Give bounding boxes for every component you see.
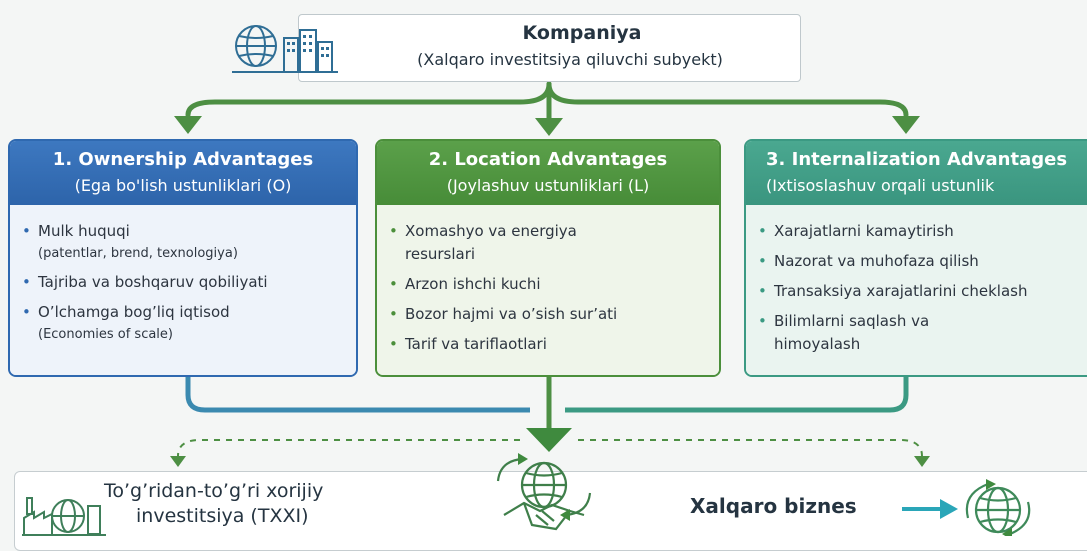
card-title: 3. Internalization Advantages <box>766 149 1068 170</box>
list-item: • Tarif va tariflaotlari <box>389 335 547 353</box>
list-item: • Bilimlarni saqlash va himoyalash <box>758 312 930 353</box>
company-title: Kompaniya <box>522 22 642 44</box>
list-item: • Arzon ishchi kuchi <box>389 275 541 293</box>
merge-arrowhead <box>526 428 572 452</box>
ownership-card: 1. Ownership Advantages (Ega bo'lish ust… <box>8 139 358 377</box>
list-item: • Bozor hajmi va o’sish sur’ati <box>389 305 618 323</box>
globe-city-icon <box>232 25 338 73</box>
card-title: 2. Location Advantages <box>428 149 668 170</box>
arrowhead-card-1 <box>174 116 202 134</box>
handshake-globe-icon <box>496 453 592 531</box>
list-item: • Mulk huquqi (patentlar, brend, texnolo… <box>22 222 238 261</box>
dashed-branches <box>177 439 923 457</box>
list-item: • Xarajatlarni kamaytirish <box>758 222 954 240</box>
arrow-right-icon <box>902 499 958 519</box>
card-title: 1. Ownership Advantages <box>52 149 314 170</box>
card-body: • Xarajatlarni kamaytirish • Nazorat va … <box>746 205 1087 375</box>
international-business-label: Xalqaro biznes <box>690 494 857 518</box>
card-body: • Xomashyo va energiya resurslari • Arzo… <box>377 205 719 375</box>
list-item: • O’lchamga bog’liq iqtisod (Economies o… <box>22 303 230 342</box>
list-item: • Nazorat va muhofaza qilish <box>758 252 979 270</box>
card-header: 3. Internalization Advantages (Ixtisosla… <box>746 141 1087 205</box>
company-box <box>298 14 801 82</box>
arrowhead-card-2 <box>535 118 563 136</box>
fdi-label-line2: investitsiya (TXXI) <box>136 505 309 527</box>
card-body: • Mulk huquqi (patentlar, brend, texnolo… <box>10 205 356 375</box>
internalization-card: 3. Internalization Advantages (Ixtisosla… <box>744 139 1087 377</box>
globe-arrows-icon <box>965 479 1031 536</box>
connector-arrows <box>170 81 930 467</box>
arrowhead-card-3 <box>892 116 920 134</box>
list-item: • Xomashyo va energiya resurslari <box>389 222 577 263</box>
globe-factory-icon <box>22 497 106 536</box>
top-fanout-arrows <box>185 81 909 123</box>
fdi-label-line1: To’g’ridan-to’g’ri xorijiy <box>104 480 324 502</box>
company-subtitle: (Xalqaro investitsiya qiluvchi subyekt) <box>417 50 723 69</box>
card-subtitle: (Ixtisoslashuv orqali ustunlik <box>766 176 995 195</box>
merge-lines <box>185 377 909 430</box>
card-subtitle: (Ega bo'lish ustunliklari (O) <box>74 176 292 195</box>
card-header: 1. Ownership Advantages (Ega bo'lish ust… <box>10 141 356 205</box>
list-item: • Tajriba va boshqaruv qobiliyati <box>22 273 268 291</box>
location-card: 2. Location Advantages (Joylashuv ustunl… <box>375 139 721 377</box>
card-header: 2. Location Advantages (Joylashuv ustunl… <box>377 141 719 205</box>
list-item: • Transaksiya xarajatlarini cheklash <box>758 282 1028 300</box>
card-subtitle: (Joylashuv ustunliklari (L) <box>446 176 650 195</box>
